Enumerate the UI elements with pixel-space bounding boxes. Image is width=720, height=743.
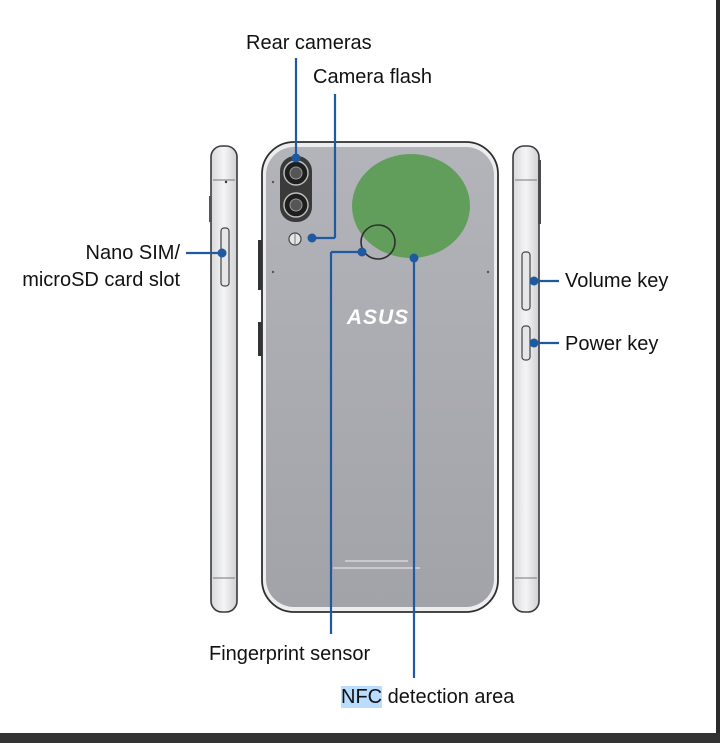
callout-dots (217, 153, 539, 348)
callout-lines (186, 58, 559, 678)
fingerprint-sensor (360, 224, 396, 260)
label-nano-sim-line1: Nano SIM/ (85, 242, 180, 264)
window-bottom-bar (0, 733, 720, 743)
rear-camera-module (280, 156, 312, 222)
power-key-shape (521, 325, 531, 361)
camera-flash (288, 232, 302, 246)
left-side-view (209, 145, 238, 613)
label-power-key: Power key (565, 333, 659, 355)
nfc-area (352, 154, 470, 258)
asus-logo: ASUS (346, 306, 409, 329)
window-right-edge (716, 0, 720, 733)
nfc-label-rest: detection area (382, 686, 515, 708)
label-volume-key: Volume key (565, 270, 669, 292)
label-nano-sim-line2: microSD card slot (22, 269, 180, 291)
label-rear-cameras: Rear cameras (246, 32, 372, 54)
label-nfc-detection-area: NFC detection area (341, 686, 514, 708)
label-camera-flash: Camera flash (313, 66, 432, 88)
phone-back (258, 141, 499, 613)
nfc-highlight: NFC (341, 686, 383, 708)
right-side-view (512, 145, 541, 613)
regulatory-fine-print (333, 560, 420, 569)
label-fingerprint-sensor: Fingerprint sensor (209, 643, 371, 665)
volume-key-shape (521, 251, 531, 311)
